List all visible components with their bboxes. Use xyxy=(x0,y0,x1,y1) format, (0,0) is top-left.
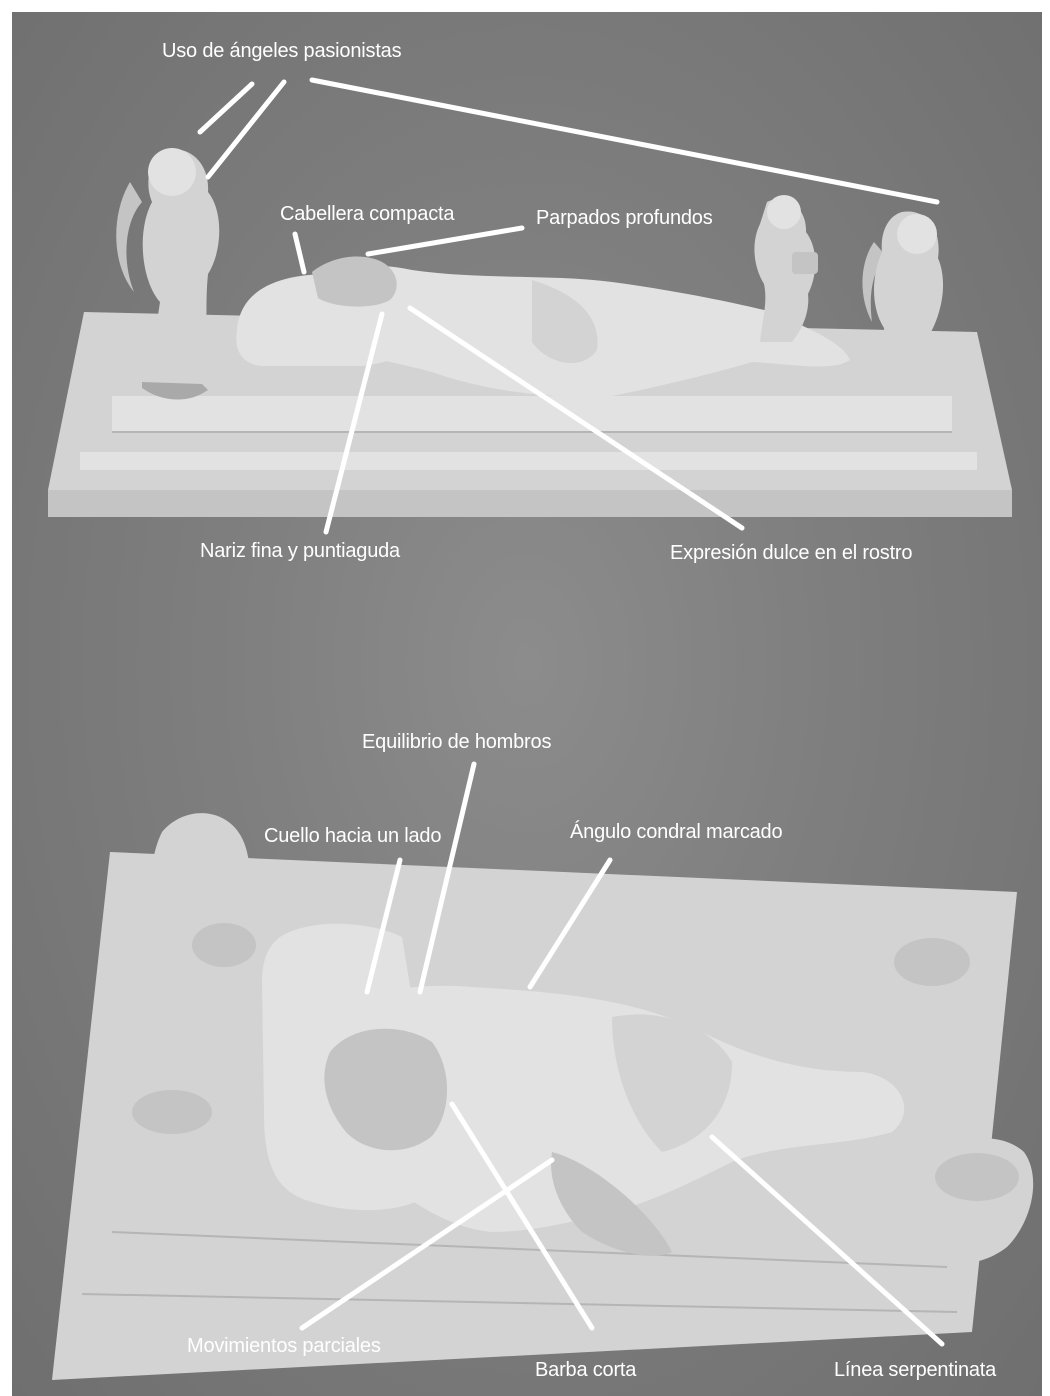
label-angulo: Ángulo condral marcado xyxy=(570,820,782,843)
head-side xyxy=(312,257,397,307)
label-expresion: Expresión dulce en el rostro xyxy=(670,542,912,564)
leader-angeles-3 xyxy=(312,80,937,202)
label-nariz: Nariz fina y puntiaguda xyxy=(200,540,401,562)
label-cabellera: Cabellera compacta xyxy=(280,203,455,225)
side-view-scene xyxy=(48,148,1012,517)
leader-angeles-1 xyxy=(200,84,252,132)
leader-cabellera xyxy=(295,234,304,272)
label-barba: Barba corta xyxy=(535,1359,637,1381)
label-serpentinata: Línea serpentinata xyxy=(834,1359,997,1381)
label-equilibrio: Equilibrio de hombros xyxy=(362,731,551,753)
base-step-lower xyxy=(80,452,977,470)
label-movimientos: Movimientos parciales xyxy=(187,1335,381,1357)
sculpture-figure: Uso de ángeles pasionistas Cabellera com… xyxy=(12,12,1042,1396)
leader-parpados xyxy=(368,228,522,254)
base-step-upper xyxy=(112,396,952,432)
figure-frame: Uso de ángeles pasionistas Cabellera com… xyxy=(12,12,1042,1396)
label-cuello: Cuello hacia un lado xyxy=(264,825,441,847)
angel-right-1-side xyxy=(754,195,818,342)
leader-angeles-2 xyxy=(208,82,284,177)
label-parpados: Parpados profundos xyxy=(536,207,713,229)
base-slab-front xyxy=(48,490,1012,517)
label-angeles: Uso de ángeles pasionistas xyxy=(162,40,402,62)
angel-top-left-1 xyxy=(151,813,256,967)
